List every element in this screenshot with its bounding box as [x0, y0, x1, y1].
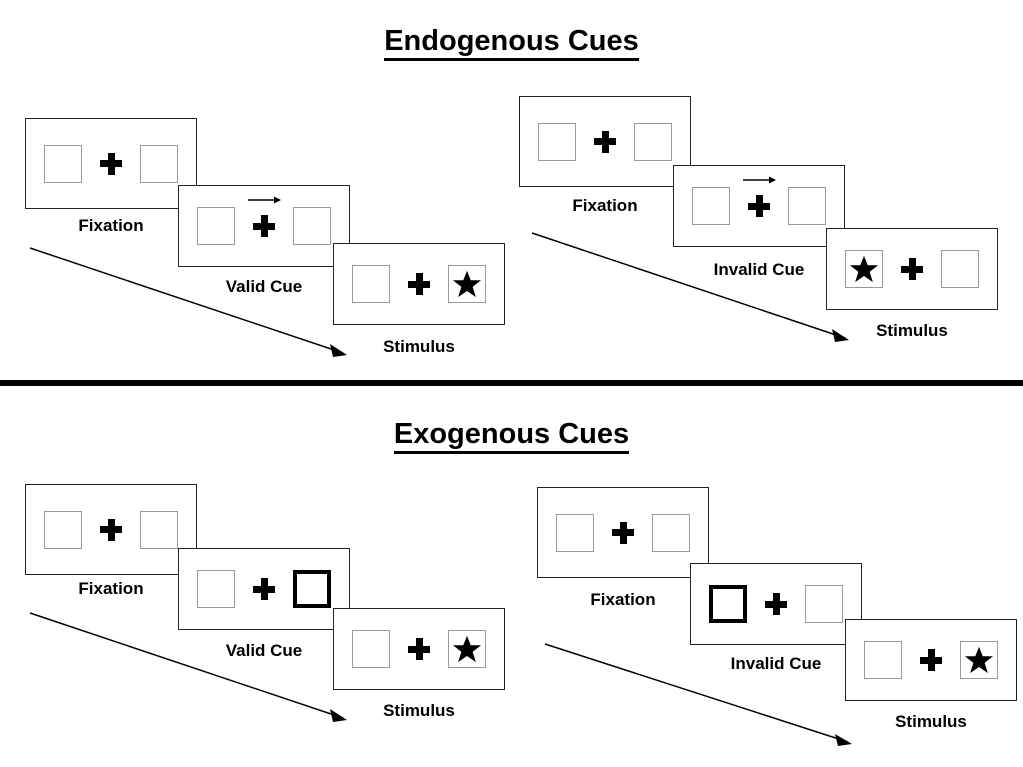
panel-content	[352, 630, 486, 668]
fixation-cross-icon	[743, 176, 776, 217]
square-right	[448, 630, 486, 668]
section-title-exogenous: Exogenous Cues	[0, 418, 1023, 454]
square-left	[538, 122, 576, 161]
star-icon	[849, 255, 879, 283]
fixation-cross-icon	[765, 593, 787, 615]
square-right	[448, 265, 486, 303]
panel-content	[845, 250, 979, 288]
fixation-cross-icon	[408, 638, 430, 660]
panel-content	[556, 513, 690, 552]
fixation-cross-icon	[248, 196, 281, 237]
caption-endogenous-invalid-fixation: Fixation	[572, 196, 638, 215]
panel-endogenous-valid-stimulus[interactable]	[333, 243, 505, 325]
panel-content	[352, 265, 486, 303]
panel-exogenous-invalid-stimulus[interactable]	[845, 619, 1017, 701]
caption-exogenous-invalid-fixation: Fixation	[590, 590, 656, 609]
star-icon	[964, 646, 994, 674]
square-right-cued	[293, 570, 331, 608]
square-left	[352, 630, 390, 668]
square-left	[845, 250, 883, 288]
panel-content	[864, 641, 998, 679]
caption-endogenous-valid-fixation: Fixation	[78, 216, 144, 235]
right-arrow-icon	[743, 176, 776, 184]
fixation-cross-icon	[100, 518, 122, 541]
panel-endogenous-invalid-fixation[interactable]	[519, 96, 691, 187]
square-left	[44, 144, 82, 183]
fixation-cross-icon	[901, 258, 923, 280]
fixation-cross-icon	[612, 521, 634, 544]
section-divider	[0, 380, 1023, 386]
square-right	[140, 144, 178, 183]
caption-endogenous-valid-stimulus: Stimulus	[383, 337, 455, 356]
square-left	[352, 265, 390, 303]
square-left	[197, 207, 235, 245]
fixation-cross-icon	[100, 152, 122, 175]
section-title-exogenous-text: Exogenous Cues	[393, 418, 630, 454]
square-right	[140, 510, 178, 549]
panel-exogenous-invalid-cue[interactable]	[690, 563, 862, 645]
panel-exogenous-valid-stimulus[interactable]	[333, 608, 505, 690]
fixation-cross-icon	[920, 649, 942, 671]
fixation-cross-icon	[253, 578, 275, 600]
star-icon	[452, 270, 482, 298]
caption-exogenous-invalid-cue: Invalid Cue	[730, 654, 822, 673]
panel-exogenous-valid-fixation[interactable]	[25, 484, 197, 575]
caption-exogenous-invalid-stimulus: Stimulus	[895, 712, 967, 731]
panel-content	[692, 176, 826, 225]
panel-content	[44, 144, 178, 183]
square-left-cued	[709, 585, 747, 623]
panel-endogenous-invalid-cue[interactable]	[673, 165, 845, 247]
star-icon	[452, 635, 482, 663]
panel-content	[44, 510, 178, 549]
panel-exogenous-valid-cue[interactable]	[178, 548, 350, 630]
square-right	[652, 513, 690, 552]
square-left	[197, 570, 235, 608]
panel-endogenous-invalid-stimulus[interactable]	[826, 228, 998, 310]
panel-content	[538, 122, 672, 161]
square-right	[634, 122, 672, 161]
square-left	[692, 187, 730, 225]
panel-content	[197, 570, 331, 608]
fixation-cross-icon	[408, 273, 430, 295]
panel-exogenous-invalid-fixation[interactable]	[537, 487, 709, 578]
panel-content	[197, 196, 331, 245]
caption-endogenous-valid-cue: Valid Cue	[225, 277, 303, 296]
square-left	[44, 510, 82, 549]
square-right	[805, 585, 843, 623]
square-right	[293, 207, 331, 245]
caption-endogenous-invalid-stimulus: Stimulus	[876, 321, 948, 340]
right-arrow-icon	[248, 196, 281, 204]
panel-endogenous-valid-fixation[interactable]	[25, 118, 197, 209]
square-left	[556, 513, 594, 552]
square-right	[788, 187, 826, 225]
panel-content	[709, 585, 843, 623]
fixation-cross-icon	[594, 130, 616, 153]
square-right	[941, 250, 979, 288]
square-left	[864, 641, 902, 679]
caption-exogenous-valid-stimulus: Stimulus	[383, 701, 455, 720]
caption-exogenous-valid-fixation: Fixation	[78, 579, 144, 598]
section-title-endogenous: Endogenous Cues	[0, 25, 1023, 61]
section-title-endogenous-text: Endogenous Cues	[384, 25, 639, 61]
caption-exogenous-valid-cue: Valid Cue	[225, 641, 303, 660]
caption-endogenous-invalid-cue: Invalid Cue	[713, 260, 805, 279]
square-right	[960, 641, 998, 679]
panel-endogenous-valid-cue[interactable]	[178, 185, 350, 267]
